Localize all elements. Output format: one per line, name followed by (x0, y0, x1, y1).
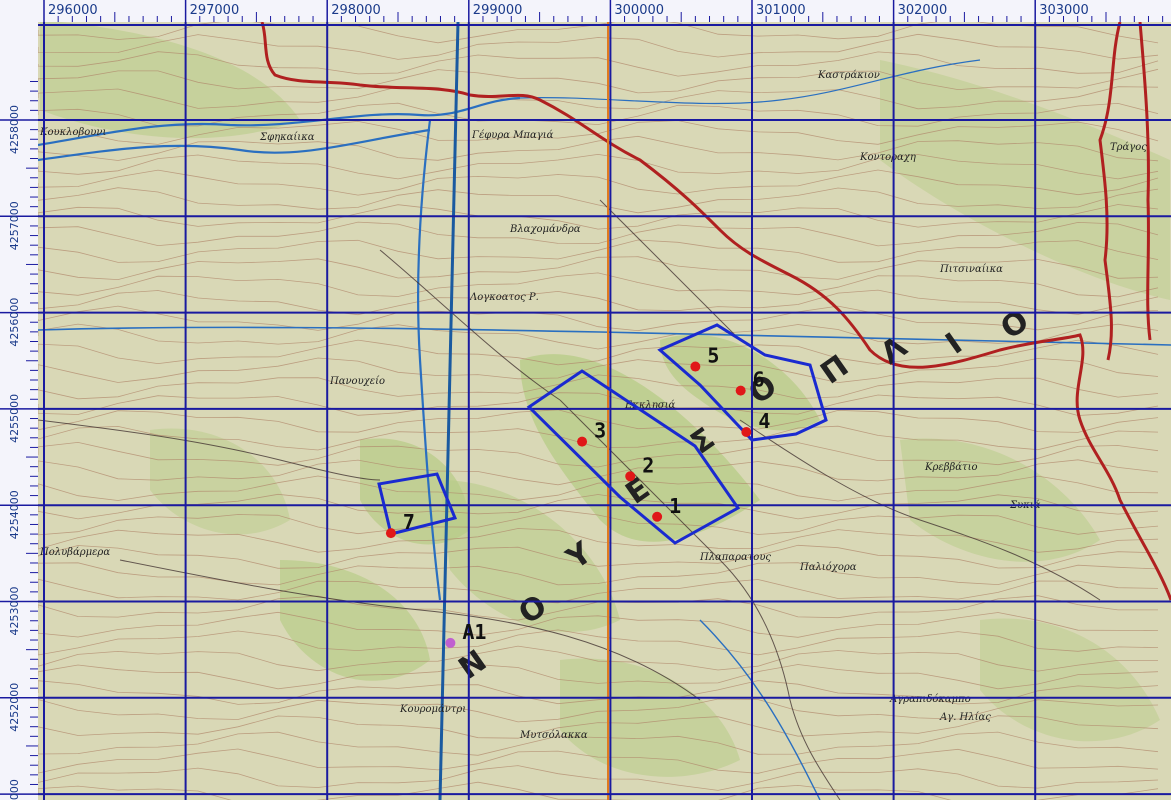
x-tick-label: 301000 (756, 3, 806, 18)
place-label: Πλαπαρατους (699, 552, 771, 563)
place-label: Εκκλησιά (624, 400, 675, 411)
point-4[interactable]: 4 (741, 409, 770, 438)
place-label: Βλαχομάνδρα (509, 224, 581, 235)
point-label: 4 (758, 409, 770, 433)
point-1[interactable]: 1 (652, 494, 681, 522)
x-axis-bar (0, 0, 1171, 22)
area-polygons (377, 323, 828, 545)
point-label: 1 (669, 494, 681, 518)
point-label: 5 (707, 344, 719, 368)
point-3[interactable]: 3 (577, 419, 606, 447)
point-A1[interactable]: A1 (445, 620, 486, 648)
y-tick-label: 4254000 (8, 490, 21, 539)
survey-area-polygon-4-6[interactable] (657, 323, 828, 442)
place-label: Αγ. Ηλίας (939, 712, 991, 723)
y-tick-label: 4256000 (8, 298, 21, 347)
point-label: 7 (403, 510, 415, 534)
x-tick-label: 297000 (190, 3, 240, 18)
point-label: 6 (753, 368, 765, 392)
y-tick-label: 4257000 (8, 201, 21, 250)
sample-points: 12 3 4 5 6 7A1 (385, 344, 770, 648)
place-label: Κουκλοβουνι (39, 127, 106, 138)
point-marker[interactable] (690, 361, 701, 372)
point-label: A1 (462, 620, 486, 644)
place-label: Πολυβάρμερα (39, 547, 110, 558)
place-label: Σφηκαίικα (259, 132, 315, 143)
x-tick-label: 299000 (473, 3, 523, 18)
y-axis-bar (0, 0, 38, 800)
place-label: Μυτσόλακκα (519, 730, 588, 741)
place-label: Κρεββάτιο (924, 462, 978, 473)
vegetation-layer (40, 22, 1170, 777)
place-label: Πανουχείο (329, 376, 385, 387)
point-marker[interactable] (735, 385, 746, 396)
y-tick-label: 4255000 (8, 394, 21, 443)
x-tick-label: 302000 (898, 3, 948, 18)
place-label: Αγραπιδόκαμπο (889, 694, 971, 705)
place-label: Πιτσιναίικα (939, 264, 1003, 275)
point-marker[interactable] (652, 511, 663, 522)
y-tick-label: 4252000 (8, 683, 21, 732)
place-label: Γέφυρα Μπαγιά (471, 130, 554, 141)
sheet-boundary-line (438, 22, 460, 800)
coordinate-grid (38, 22, 1171, 800)
place-label: Καστράκιον (817, 70, 880, 81)
y-tick-label: 4251000 (8, 779, 21, 800)
y-tick-label: 4258000 (8, 105, 21, 154)
point-label: 2 (642, 453, 654, 477)
contour-lines (38, 22, 1159, 800)
x-tick-label: 296000 (48, 3, 98, 18)
survey-area-polygon-7[interactable] (377, 472, 458, 536)
place-label: Κοντοραχη (859, 152, 916, 163)
point-7[interactable]: 7 (385, 510, 415, 539)
point-marker[interactable] (577, 436, 588, 447)
point-marker[interactable] (741, 427, 752, 438)
place-label: Λογκοατος Ρ. (469, 292, 539, 303)
point-label: 3 (594, 419, 606, 443)
place-label: Παλιόχορα (799, 562, 857, 573)
survey-area-polygon-1-3[interactable] (526, 369, 741, 545)
point-marker[interactable] (625, 471, 636, 482)
place-label: Κουρομάντρι (399, 704, 466, 715)
x-tick-label: 300000 (614, 3, 664, 18)
point-marker[interactable] (445, 637, 456, 648)
y-tick-label: 4253000 (8, 587, 21, 636)
point-2[interactable]: 2 (625, 453, 654, 482)
place-label: Τράγος (1110, 142, 1147, 153)
point-5[interactable]: 5 (690, 344, 719, 372)
x-tick-label: 303000 (1039, 3, 1089, 18)
point-marker[interactable] (385, 528, 396, 539)
point-6[interactable]: 6 (735, 368, 765, 396)
x-tick-label: 298000 (331, 3, 381, 18)
